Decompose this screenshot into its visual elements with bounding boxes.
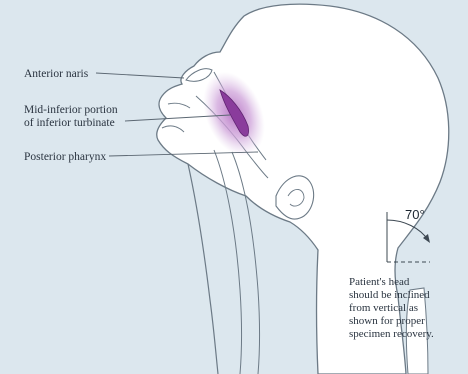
note-line: specimen recovery. xyxy=(349,328,434,340)
note-line: should be inclined xyxy=(349,289,430,301)
note-line: from vertical as xyxy=(349,302,418,314)
label-mid-inferior-1: Mid-inferior portion xyxy=(24,104,118,116)
note-line: Patient's head xyxy=(349,276,410,288)
label-mid-inferior-2: of inferior turbinate xyxy=(24,117,115,129)
angle-label: 70° xyxy=(405,207,425,222)
label-posterior-pharynx: Posterior pharynx xyxy=(24,151,106,163)
label-anterior-naris: Anterior naris xyxy=(24,68,89,80)
note-line: shown for proper xyxy=(349,315,425,327)
